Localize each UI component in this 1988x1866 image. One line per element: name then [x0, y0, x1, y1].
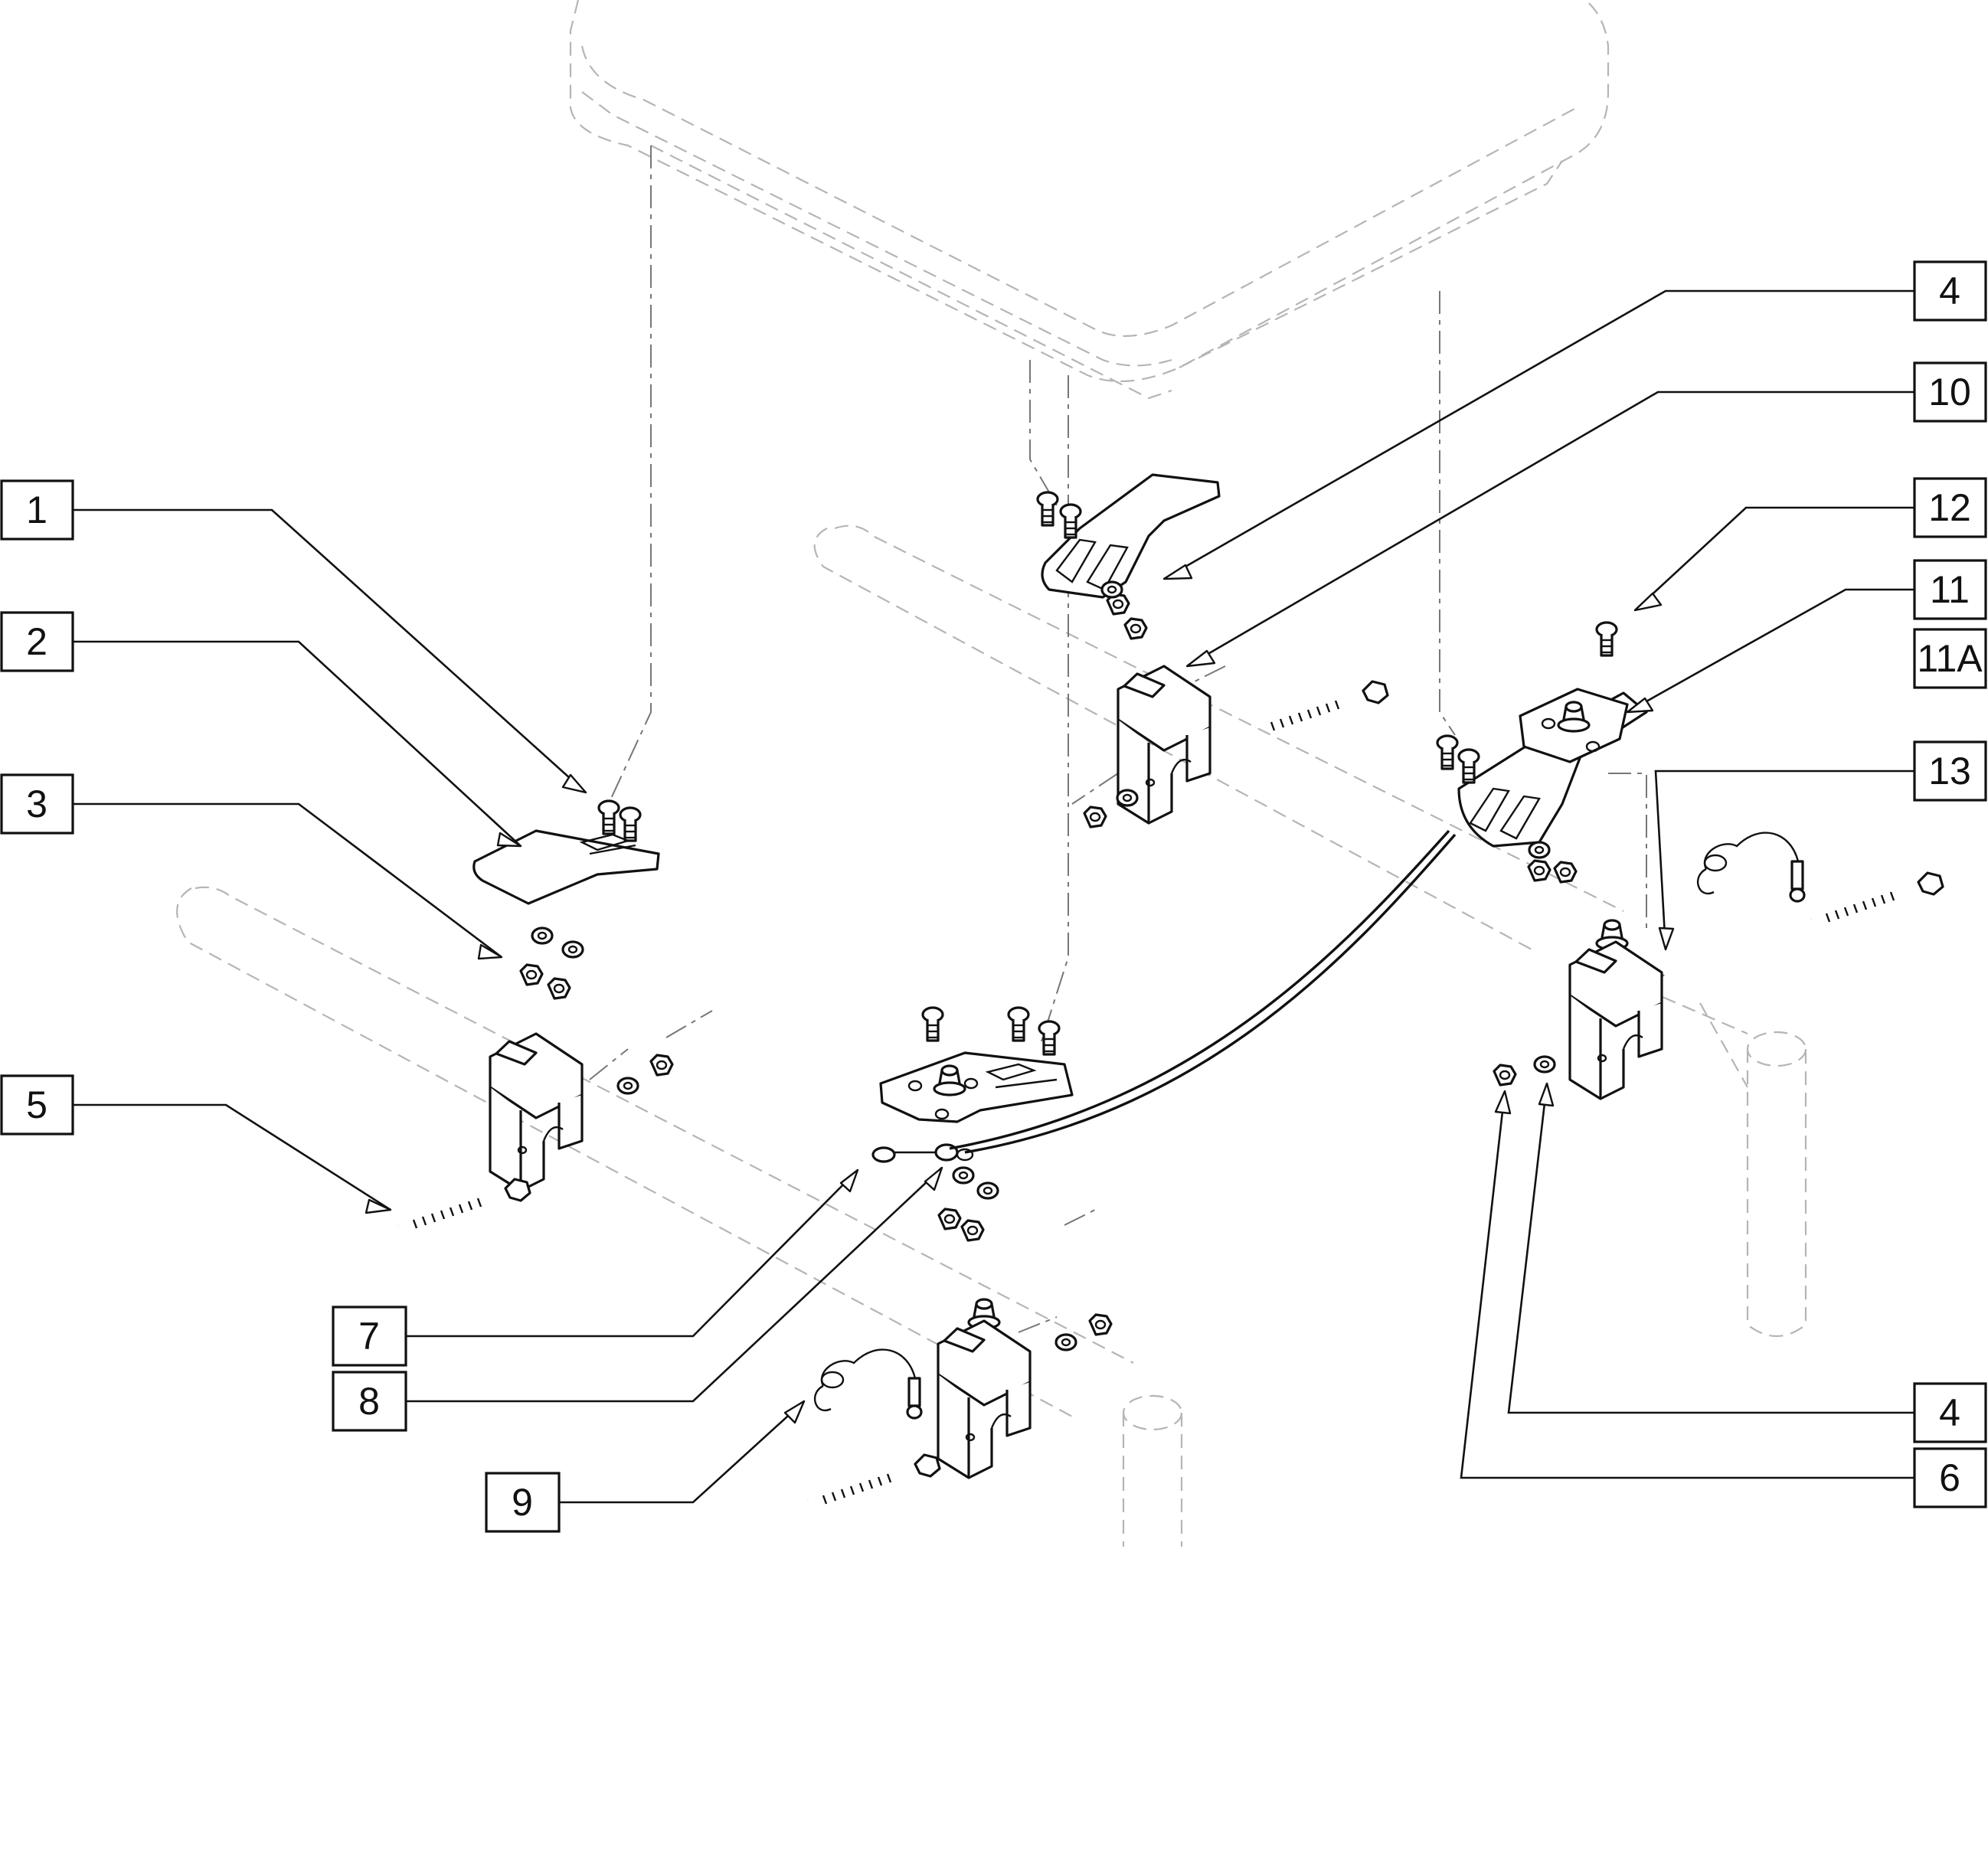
callout-label: 9 [512, 1481, 533, 1524]
callout-label: 3 [26, 783, 47, 825]
callout-3: 3 [0, 773, 74, 835]
callout-4-top: 4 [1913, 260, 1987, 322]
callout-label: 2 [26, 620, 47, 663]
callout-1: 1 [0, 479, 74, 541]
callout-2: 2 [0, 611, 74, 672]
leader-arrowheads [365, 564, 1675, 1424]
top-center-footplate-assembly [1036, 473, 1389, 828]
callout-label: 10 [1928, 371, 1971, 413]
callout-label: 13 [1928, 750, 1971, 792]
frame-tube-ghost [176, 525, 1807, 1547]
callout-label: 11 [1930, 568, 1970, 611]
callout-label: 6 [1939, 1456, 1960, 1499]
footplate-center-lower [879, 1051, 1074, 1123]
callout-label: 4 [1939, 1391, 1960, 1434]
callout-label: 7 [358, 1315, 380, 1358]
callout-11a: 11A [1913, 628, 1987, 689]
callout-11: 11 [1913, 559, 1987, 620]
callout-label: 12 [1928, 486, 1971, 529]
lanyard-cable [964, 833, 1457, 1154]
callout-label: 8 [358, 1380, 380, 1423]
callout-13: 13 [1913, 740, 1987, 802]
leader-lines [73, 289, 1914, 1504]
callout-6: 6 [1913, 1447, 1987, 1508]
left-footplate-assembly [397, 799, 674, 1230]
callout-10: 10 [1913, 361, 1987, 423]
right-upper-assembly [1436, 621, 1648, 884]
callout-label: 11A [1917, 637, 1983, 680]
callout-4-bottom: 4 [1913, 1382, 1987, 1443]
callout-label: 5 [26, 1083, 47, 1126]
callout-8: 8 [332, 1371, 407, 1432]
footplate-center-top [1041, 473, 1221, 599]
callout-label: 4 [1939, 270, 1960, 312]
callout-7: 7 [332, 1306, 407, 1367]
center-lower-assembly [871, 1006, 1074, 1242]
callout-5: 5 [0, 1074, 74, 1136]
callout-label: 1 [26, 489, 47, 531]
callout-9: 9 [485, 1472, 561, 1533]
callout-12: 12 [1913, 477, 1987, 538]
armrest-pad-ghost [569, 0, 1610, 400]
bottom-center-bracket-assembly [806, 1298, 1113, 1505]
